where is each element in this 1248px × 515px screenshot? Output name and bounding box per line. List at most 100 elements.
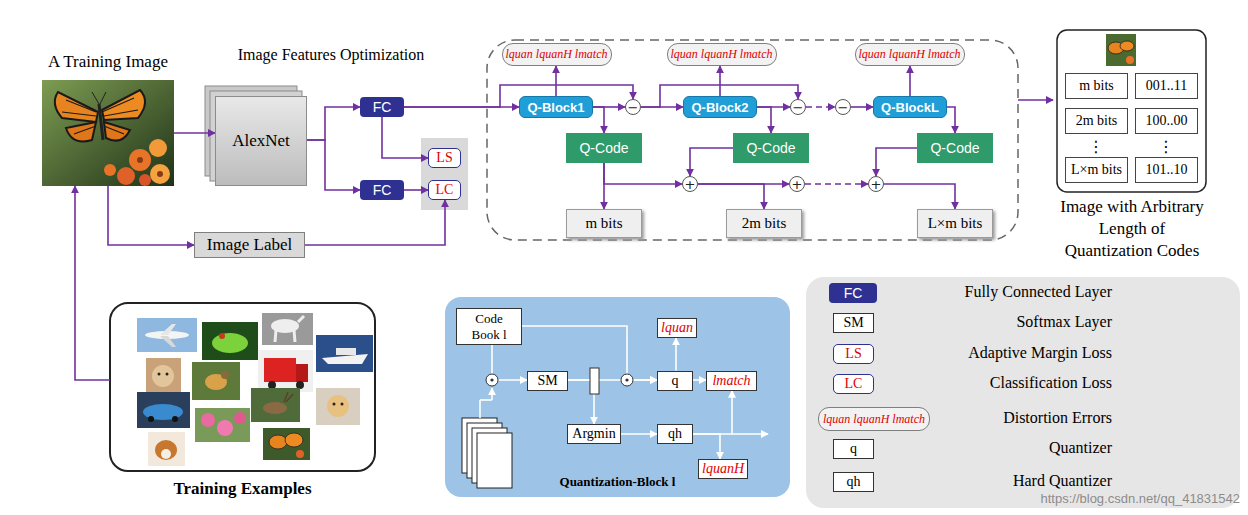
butterfly-photo — [42, 80, 174, 186]
node-text: lquan — [661, 320, 693, 336]
label-text: Distortion Errors — [1003, 409, 1112, 426]
node-text: q — [672, 373, 679, 389]
training-thumbnails — [219, 333, 225, 339]
training-thumbnails — [160, 336, 176, 347]
legend-sample: LS — [833, 344, 874, 364]
node-text: Argmin — [572, 426, 615, 442]
label-text: SM — [843, 315, 863, 331]
error-box: lquanH — [698, 459, 748, 479]
error-box: lmatch — [706, 371, 757, 391]
operator-circle: − — [835, 99, 851, 115]
node-text: lquan lquanH lmatch — [506, 47, 608, 62]
training-thumbnails — [192, 362, 240, 400]
operator-circle: − — [790, 99, 806, 115]
butterfly-photo — [99, 104, 103, 140]
training-thumbnails — [158, 373, 161, 376]
training-thumbnails — [172, 416, 178, 422]
label-box: Image Label — [194, 232, 305, 258]
loss-box: LS — [428, 148, 461, 168]
distortion-box: lquan lquanH lmatch — [502, 43, 612, 66]
connector-arrow — [884, 184, 955, 209]
training-thumbnails — [212, 333, 248, 353]
distortion-box: lquan lquanH lmatch — [855, 43, 965, 66]
label-text: ⋮ — [1088, 137, 1104, 156]
training-thumbnails — [296, 381, 304, 389]
training-thumbnails — [160, 324, 176, 335]
operation-box: qh — [657, 424, 693, 444]
connector-arrow — [851, 106, 873, 108]
legend-entry: Classification Loss — [990, 374, 1112, 392]
butterfly-photo — [42, 80, 174, 186]
training-thumbnails — [263, 428, 310, 460]
butterfly-photo — [92, 92, 106, 104]
label-text: Fully Connected Layer — [964, 283, 1112, 300]
free-label: https://blog.csdn.net/qq_41831542 — [1041, 489, 1241, 507]
node-text: 100..00 — [1146, 113, 1188, 129]
butterfly-photo — [150, 164, 170, 184]
training-thumbnails — [161, 449, 171, 459]
node-text: Training Examples — [173, 479, 311, 499]
legend-entry: Quantizer — [1049, 439, 1112, 457]
training-thumbnails — [148, 416, 154, 422]
node-text: Image Label — [207, 235, 292, 255]
training-thumbnails — [316, 388, 360, 425]
training-thumbnails — [268, 381, 276, 389]
node-text: A Training Image — [48, 52, 168, 72]
connector-arrow — [719, 66, 721, 96]
connector-arrow — [947, 107, 955, 133]
label-text: LS — [845, 346, 861, 362]
training-thumbnails — [166, 373, 169, 376]
node-text: AlexNet — [232, 131, 290, 151]
training-thumbnails — [202, 322, 258, 360]
training-thumbnails — [341, 403, 344, 406]
training-thumbnails — [322, 354, 368, 364]
feature-arrow — [491, 388, 493, 400]
training-thumbnails — [146, 358, 181, 392]
node-text: + — [685, 178, 696, 191]
label-text: https://blog.csdn.net/qq_41831542 — [1041, 491, 1241, 506]
distortion-box: lquan lquanH lmatch — [667, 43, 777, 66]
node-text: Code Book l — [467, 311, 511, 343]
node-text: m bits — [585, 215, 622, 232]
node-text: − — [838, 101, 849, 114]
bits-box: L×m bits — [917, 209, 993, 238]
loss-panel — [421, 138, 468, 210]
label-text: Adaptive Margin Loss — [968, 344, 1112, 361]
training-thumbnails — [327, 395, 349, 417]
node-text: − — [628, 101, 639, 114]
node-text: Q-Block2 — [691, 100, 748, 115]
product-symbol — [490, 378, 493, 381]
training-thumbnails — [201, 413, 215, 427]
quantization-block: Q-Block2 — [683, 96, 757, 118]
legend-entry: Adaptive Margin Loss — [968, 344, 1112, 362]
output-arrow — [1018, 99, 1053, 101]
node-text: qh — [668, 426, 682, 442]
node-text: lquanH — [702, 461, 744, 477]
code-cell: 100..00 — [1135, 108, 1198, 134]
butterfly-photo — [149, 139, 167, 157]
legend-sample: LC — [833, 374, 874, 394]
product-symbol — [621, 374, 633, 386]
connector-arrow — [108, 186, 194, 245]
label-text: Classification Loss — [990, 374, 1112, 391]
connector-arrow — [305, 200, 445, 245]
quantization-panel: Quantization-Block l Code Book l SM lquan q l… — [445, 297, 790, 497]
connector-arrow — [909, 66, 911, 96]
operation-box: SM — [527, 371, 568, 391]
connector-arrow — [307, 140, 360, 190]
node-text: 2m bits — [1076, 113, 1118, 129]
connector-arrow — [806, 106, 835, 108]
butterfly-photo — [129, 149, 151, 171]
code-cell: 001..11 — [1135, 73, 1198, 99]
node-text: Quantization-Block l — [560, 474, 676, 490]
free-label: Image Features Optimization — [238, 46, 425, 64]
legend-sample: lquan lquanH lmatch — [818, 407, 930, 431]
legend-sample: SM — [833, 313, 874, 333]
legend-swatch: FC — [829, 283, 877, 303]
probability-bar — [590, 368, 599, 394]
connector-arrow — [690, 148, 733, 176]
butterfly-photo — [137, 157, 143, 163]
node-text: lmatch — [712, 373, 750, 389]
fc-layer: FC — [360, 180, 404, 200]
